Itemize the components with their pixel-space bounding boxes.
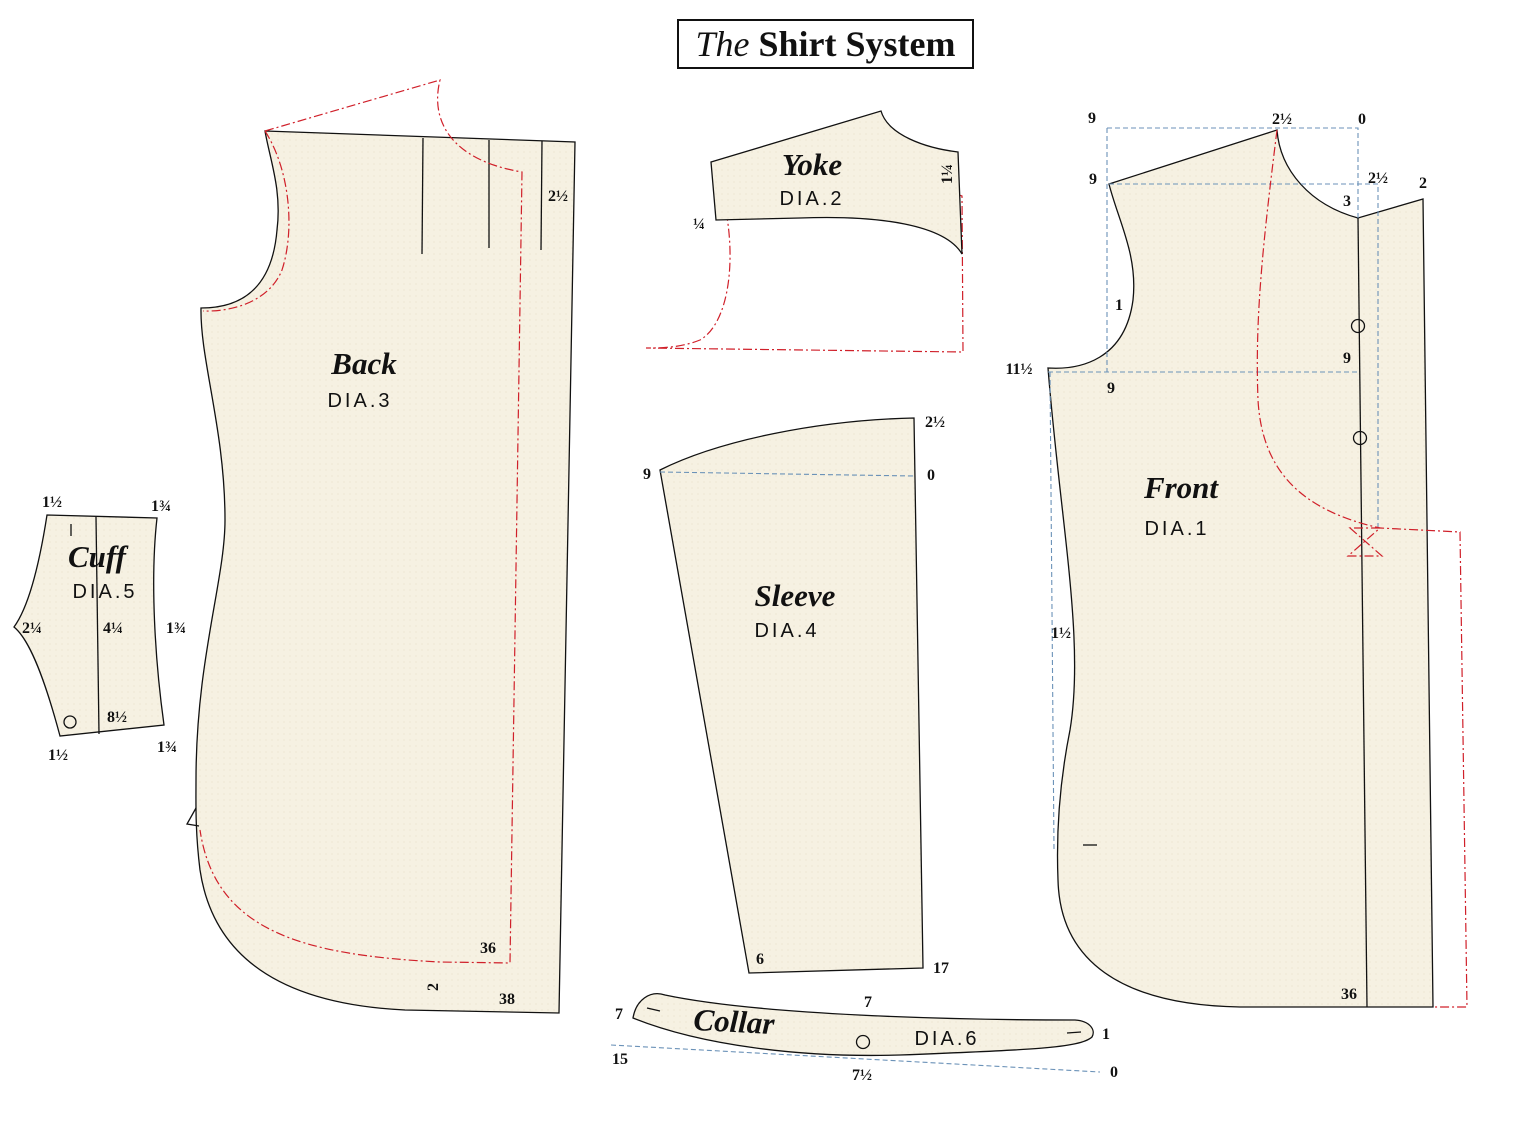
yoke-piece: Yoke DIA.2 1¼ ¼: [645, 110, 964, 353]
front-label-shoulder-9: 9: [1089, 171, 1097, 188]
sleeve-name: Sleeve: [755, 578, 836, 613]
yoke-diagram-id: DIA.2: [779, 188, 844, 210]
sleeve-piece: Sleeve DIA.4 2½ 9 0 6 17: [643, 414, 949, 977]
front-label-chest-9: 9: [1343, 350, 1351, 367]
cuff-label-bottom-mid: 8½: [107, 709, 127, 726]
back-notch: [185, 807, 200, 827]
sleeve-label-cap-right: 0: [927, 467, 935, 484]
front-name: Front: [1143, 470, 1219, 505]
collar-right-mark: [1066, 1031, 1082, 1034]
front-label-top-2half: 2½: [1272, 111, 1292, 128]
back-diagram-id: DIA.3: [327, 390, 392, 412]
collar-piece: Collar DIA.6 7 7 1 15 7½ 0: [610, 993, 1118, 1084]
front-label-side-1half: 1½: [1051, 625, 1071, 642]
back-name: Back: [330, 346, 397, 381]
page-title: The Shirt System: [677, 19, 974, 69]
cuff-label-bl: 1½: [48, 747, 68, 764]
collar-left-mark: [646, 1007, 661, 1012]
cuff-name: Cuff: [68, 539, 129, 574]
front-label-armhole-1: 1: [1115, 297, 1123, 314]
back-label-36: 36: [480, 940, 496, 957]
front-button-2: [1352, 430, 1368, 446]
front-diagram-id: DIA.1: [1144, 518, 1209, 540]
page-title-main: Shirt System: [758, 24, 956, 64]
back-pleat-line-3: [540, 140, 543, 251]
collar-label-left-15: 15: [612, 1051, 628, 1068]
collar-label-top-7: 7: [864, 994, 872, 1011]
cuff-button: [63, 715, 77, 729]
front-label-placket-2: 2: [1419, 175, 1427, 192]
front-label-neck-3: 3: [1343, 193, 1351, 210]
cuff-piece: Cuff DIA.5 1½ 1¾ 2¼ 4¼ 1¾ 8½ 1½ 1¾: [13, 494, 186, 764]
front-dart-mark: [1346, 527, 1384, 557]
sleeve-diagram-id: DIA.4: [754, 620, 819, 642]
front-label-armhole-11half: 11½: [1005, 361, 1032, 378]
cuff-label-right: 1¾: [166, 620, 186, 637]
yoke-label-neck: ¼: [693, 216, 705, 233]
front-label-top-9: 9: [1088, 110, 1096, 127]
collar-label-left-7: 7: [615, 1006, 623, 1023]
front-placket-line: [1357, 217, 1368, 1008]
back-label-38: 38: [499, 991, 515, 1008]
front-button-1: [1350, 318, 1366, 334]
yoke-name: Yoke: [782, 147, 843, 182]
front-label-neck-2half: 2½: [1368, 170, 1388, 187]
back-label-2: 2: [425, 983, 442, 991]
cuff-label-tr: 1¾: [151, 498, 171, 515]
cuff-label-tl: 1½: [42, 494, 62, 511]
front-guide-top: [1107, 127, 1359, 218]
collar-button: [855, 1034, 871, 1050]
front-seam-allowance: [1256, 129, 1468, 1008]
back-outline: [195, 130, 576, 1014]
collar-diagram-id: DIA.6: [914, 1028, 979, 1050]
collar-outline: [632, 993, 1094, 1057]
yoke-outline: [710, 110, 963, 255]
front-guide-side: [1049, 371, 1055, 851]
sleeve-outline: [659, 417, 924, 974]
page-title-prefix: The: [695, 24, 750, 64]
back-label-pleat: 2½: [548, 188, 568, 205]
cuff-outline: [13, 514, 165, 737]
collar-label-right-0: 0: [1110, 1064, 1118, 1081]
cuff-center-line: [95, 516, 100, 735]
front-label-chest-9b: 9: [1107, 380, 1115, 397]
front-piece: Front DIA.1 9 2½ 0 9 2½ 2 3 1 9 11½ 9 1½…: [1005, 110, 1468, 1008]
cuff-label-mid: 4¼: [103, 620, 123, 637]
sleeve-cap-guide: [659, 471, 915, 477]
collar-name: Collar: [693, 1002, 777, 1041]
collar-baseline-guide: [610, 1044, 1101, 1073]
cuff-label-left: 2¼: [22, 620, 42, 637]
cuff-diagram-id: DIA.5: [72, 581, 137, 603]
back-seam-allowance: [199, 79, 523, 964]
front-guide-shoulder: [1109, 183, 1379, 528]
sleeve-label-top-right: 2½: [925, 414, 945, 431]
collar-label-right-1: 1: [1102, 1026, 1110, 1043]
sleeve-label-hem-right: 17: [933, 960, 949, 977]
sleeve-label-hem-left: 6: [756, 951, 764, 968]
cuff-label-br: 1¾: [157, 739, 177, 756]
collar-label-bottom-7half: 7½: [852, 1067, 872, 1084]
back-armhole-seam: [202, 130, 290, 312]
yoke-label-side: 1¼: [939, 164, 956, 184]
front-label-top-0: 0: [1358, 111, 1366, 128]
front-outline: [1047, 129, 1434, 1008]
sleeve-label-cap-left: 9: [643, 466, 651, 483]
front-label-hem-36: 36: [1341, 986, 1357, 1003]
back-piece: Back DIA.3 2½ 36 2 38: [185, 79, 576, 1014]
back-pleat-line-1: [421, 137, 424, 255]
